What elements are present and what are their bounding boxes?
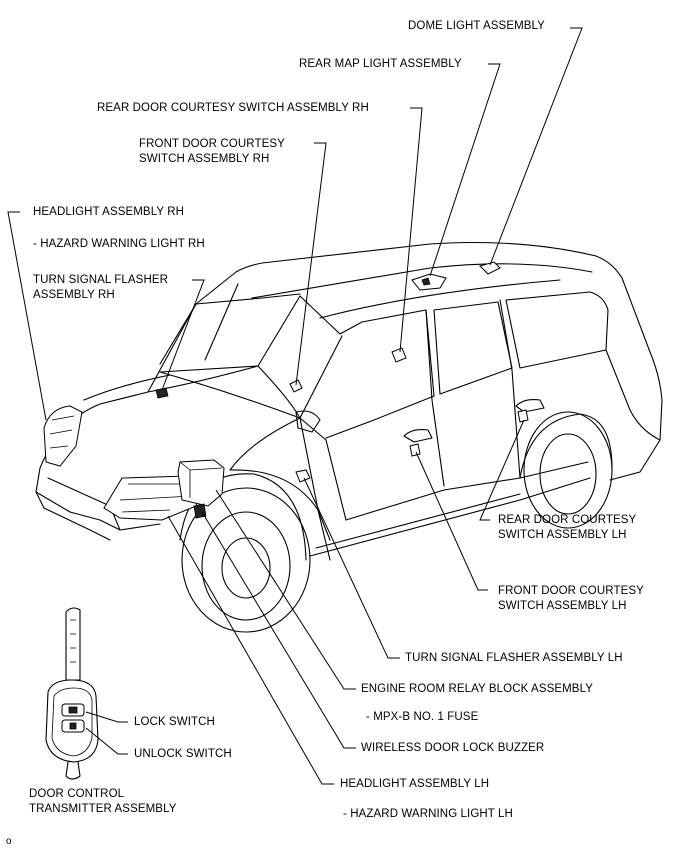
- label-rear-map-light: REAR MAP LIGHT ASSEMBLY: [299, 58, 462, 70]
- rear-door-switch-lh-part: [517, 409, 529, 423]
- label-front-door-courtesy-rh: FRONT DOOR COURTESY SWITCH ASSEMBLY RH: [139, 138, 285, 165]
- label-rear-door-courtesy-rh: REAR DOOR COURTESY SWITCH ASSEMBLY RH: [97, 102, 369, 114]
- relay-block-part: [177, 459, 225, 519]
- label-hazard-lh: - HAZARD WARNING LIGHT LH: [343, 808, 513, 820]
- figure-code: o: [6, 836, 12, 847]
- label-wireless-buzzer: WIRELESS DOOR LOCK BUZZER: [361, 742, 545, 754]
- label-engine-room-relay: ENGINE ROOM RELAY BLOCK ASSEMBLY: [361, 683, 593, 695]
- label-turn-signal-rh: TURN SIGNAL FLASHER ASSEMBLY RH: [33, 274, 169, 301]
- leader-lines: [7, 27, 583, 785]
- label-headlight-rh: HEADLIGHT ASSEMBLY RH: [33, 206, 185, 218]
- label-unlock-switch: UNLOCK SWITCH: [134, 748, 232, 760]
- vehicle-illustration: [35, 241, 663, 633]
- label-rear-door-courtesy-lh: REAR DOOR COURTESY SWITCH ASSEMBLY LH: [498, 514, 637, 541]
- front-door-switch-lh-part: [409, 443, 421, 457]
- label-mpx-fuse: - MPX-B NO. 1 FUSE: [366, 711, 479, 723]
- rear-map-light-part: [411, 273, 447, 291]
- label-headlight-lh: HEADLIGHT ASSEMBLY LH: [340, 778, 490, 790]
- label-turn-signal-lh: TURN SIGNAL FLASHER ASSEMBLY LH: [405, 652, 623, 664]
- label-hazard-rh: - HAZARD WARNING LIGHT RH: [33, 238, 205, 250]
- label-lock-switch: LOCK SWITCH: [134, 716, 215, 728]
- label-dome-light: DOME LIGHT ASSEMBLY: [408, 20, 545, 32]
- headlight-rh-part: [43, 405, 83, 467]
- label-front-door-courtesy-lh: FRONT DOOR COURTESY SWITCH ASSEMBLY LH: [498, 585, 644, 612]
- dome-light-part: [479, 261, 501, 275]
- front-door-switch-rh-part: [289, 379, 303, 393]
- transmitter-illustration: [45, 607, 99, 780]
- label-transmitter: DOOR CONTROL TRANSMITTER ASSEMBLY: [29, 788, 177, 815]
- rear-door-switch-rh-part: [391, 347, 407, 363]
- turn-signal-lh-part: [295, 469, 311, 483]
